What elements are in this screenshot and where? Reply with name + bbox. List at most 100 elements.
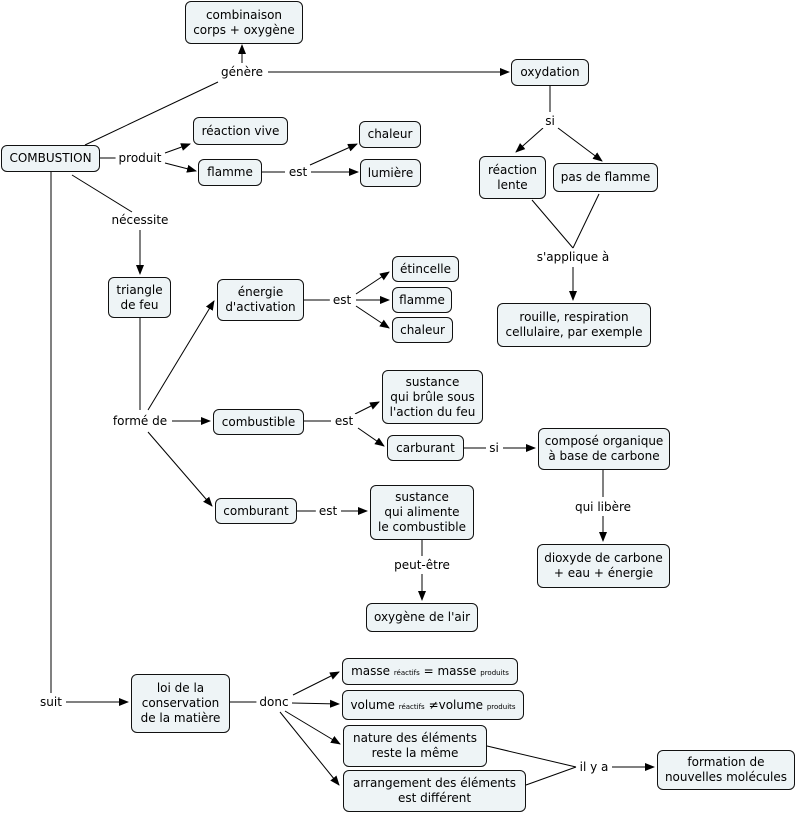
node-chaleur-energie[interactable]: chaleur <box>392 317 453 343</box>
node-combinaison-line2: corps + oxygène <box>193 22 295 37</box>
link-est-chaleur2 <box>355 305 390 329</box>
node-loi-conservation[interactable]: loi de la conservation de la matière <box>131 674 230 733</box>
node-masse-c: = masse <box>419 664 481 678</box>
label-forme-de: formé de <box>109 414 171 428</box>
node-rouille-line2: cellulaire, par exemple <box>505 325 643 339</box>
node-compose-line2: à base de carbone <box>548 449 660 463</box>
node-loi-line1: loi de la <box>156 681 205 695</box>
node-combinaison[interactable]: combinaison corps + oxygène <box>185 1 303 44</box>
link-forme-energie <box>147 300 215 411</box>
node-sustance-brule[interactable]: sustance qui brûle sous l'action du feu <box>382 370 483 424</box>
link-forme-comburant <box>147 431 213 507</box>
node-lumiere-text: lumière <box>367 165 414 180</box>
node-combustion-text: COMBUSTION <box>9 151 92 165</box>
node-triangle-de-feu[interactable]: triangle de feu <box>108 277 171 318</box>
node-formation-molecules[interactable]: formation de nouvelles molécules <box>657 750 795 790</box>
label-est-energie: est <box>329 293 355 307</box>
node-volume-b: réactifs <box>398 703 425 711</box>
node-oxygene-air[interactable]: oxygène de l'air <box>366 603 478 632</box>
node-dioxyde[interactable]: dioxyde de carbone + eau + énergie <box>537 544 670 588</box>
link-est-etincelle <box>355 271 390 295</box>
label-est-flamme: est <box>285 165 311 179</box>
node-nature-elements[interactable]: nature des éléments reste la même <box>343 725 487 767</box>
node-arrangement-line1: arrangement des éléments <box>353 776 516 790</box>
node-loi-line3: de la matière <box>140 711 221 725</box>
label-sapplique: s'applique à <box>533 250 613 264</box>
node-triangle-line1: triangle <box>116 282 163 297</box>
node-chaleur-energie-text: chaleur <box>400 322 445 337</box>
node-flamme-energie[interactable]: flamme <box>392 287 452 313</box>
node-masse[interactable]: masse réactifs = masse produits <box>342 658 518 685</box>
node-flamme-energie-text: flamme <box>399 292 445 307</box>
node-rouille-line1: rouille, respiration <box>519 310 629 324</box>
node-lumiere[interactable]: lumière <box>360 159 421 187</box>
node-energie-line2: d'activation <box>225 300 296 314</box>
node-reaction-vive[interactable]: réaction vive <box>193 117 288 145</box>
node-sustance2-line3: le combustible <box>377 520 466 534</box>
node-volume-c: ≠volume <box>424 698 487 712</box>
node-flamme-produit-text: flamme <box>207 165 253 179</box>
node-chaleur-flamme-text: chaleur <box>367 127 413 141</box>
node-compose-organique[interactable]: composé organique à base de carbone <box>538 428 670 470</box>
node-pas-de-flamme[interactable]: pas de flamme <box>553 163 658 192</box>
node-comburant[interactable]: comburant <box>215 498 297 524</box>
node-combustible[interactable]: combustible <box>213 409 304 435</box>
node-triangle-line2: de feu <box>120 297 159 312</box>
node-rouille[interactable]: rouille, respiration cellulaire, par exe… <box>497 303 651 347</box>
node-etincelle-text: étincelle <box>399 261 452 276</box>
node-energie-line1: énergie <box>237 285 284 299</box>
node-oxydation-text: oxydation <box>520 65 580 79</box>
label-produit: produit <box>115 151 165 165</box>
node-chaleur-flamme[interactable]: chaleur <box>359 121 421 148</box>
node-formation-line1: formation de <box>687 755 765 769</box>
node-combustion[interactable]: COMBUSTION <box>1 145 100 172</box>
node-loi-line2: conservation <box>141 696 220 710</box>
link-pasflamme-sapplique <box>572 193 600 249</box>
link-donc-masse <box>292 671 340 696</box>
node-nature-line2: reste la même <box>371 746 459 760</box>
node-oxydation[interactable]: oxydation <box>511 59 589 86</box>
node-reaction-lente-line1: réaction <box>488 162 537 177</box>
link-donc-volume <box>291 699 340 708</box>
node-combustible-text: combustible <box>221 414 296 429</box>
link-donc-nature <box>284 710 341 745</box>
link-est-carburant <box>357 427 385 447</box>
node-flamme-produit[interactable]: flamme <box>198 159 262 186</box>
label-qui-libere: qui libère <box>571 500 635 514</box>
link-est-sustance1 <box>354 401 380 415</box>
node-etincelle[interactable]: étincelle <box>392 256 459 282</box>
link-est-chaleur <box>309 143 358 166</box>
node-carburant[interactable]: carburant <box>387 435 464 461</box>
node-sustance1-line2: qui brûle sous <box>390 389 475 404</box>
label-si-oxydation: si <box>542 114 558 128</box>
label-genere: génère <box>217 65 267 79</box>
node-nature-line1: nature des éléments <box>353 731 477 745</box>
node-comburant-text: comburant <box>223 503 289 518</box>
node-dioxyde-line2: + eau + énergie <box>553 566 654 580</box>
label-necessite: nécessite <box>108 213 172 227</box>
node-pas-de-flamme-text: pas de flamme <box>560 170 651 184</box>
node-sustance1-line1: sustance <box>405 374 460 389</box>
node-oxygene-text: oxygène de l'air <box>373 610 471 624</box>
node-masse-b: réactifs <box>393 669 420 677</box>
link-nature-ilya <box>486 745 577 768</box>
node-volume-d: produits <box>486 703 516 711</box>
node-energie-activation[interactable]: énergie d'activation <box>217 279 304 321</box>
node-reaction-vive-text: réaction vive <box>201 123 280 138</box>
label-est-comburant: est <box>315 504 341 518</box>
label-donc: donc <box>256 695 292 709</box>
node-masse-a: masse <box>351 664 394 678</box>
link-lente-sapplique <box>531 199 574 249</box>
node-reaction-lente[interactable]: réaction lente <box>479 156 546 199</box>
node-reaction-lente-line2: lente <box>497 177 528 192</box>
node-dioxyde-line1: dioxyde de carbone <box>544 551 663 565</box>
node-sustance1-line3: l'action du feu <box>389 404 476 419</box>
link-produit-flamme <box>164 162 197 173</box>
link-donc-arrangement <box>279 711 340 786</box>
link-combustion-genere <box>84 81 219 146</box>
node-arrangement-elements[interactable]: arrangement des éléments est différent <box>343 770 526 812</box>
node-sustance-alimente[interactable]: sustance qui alimente le combustible <box>370 485 474 540</box>
link-arrangement-ilya <box>525 766 577 786</box>
node-volume[interactable]: volume réactifs ≠volume produits <box>342 690 524 720</box>
